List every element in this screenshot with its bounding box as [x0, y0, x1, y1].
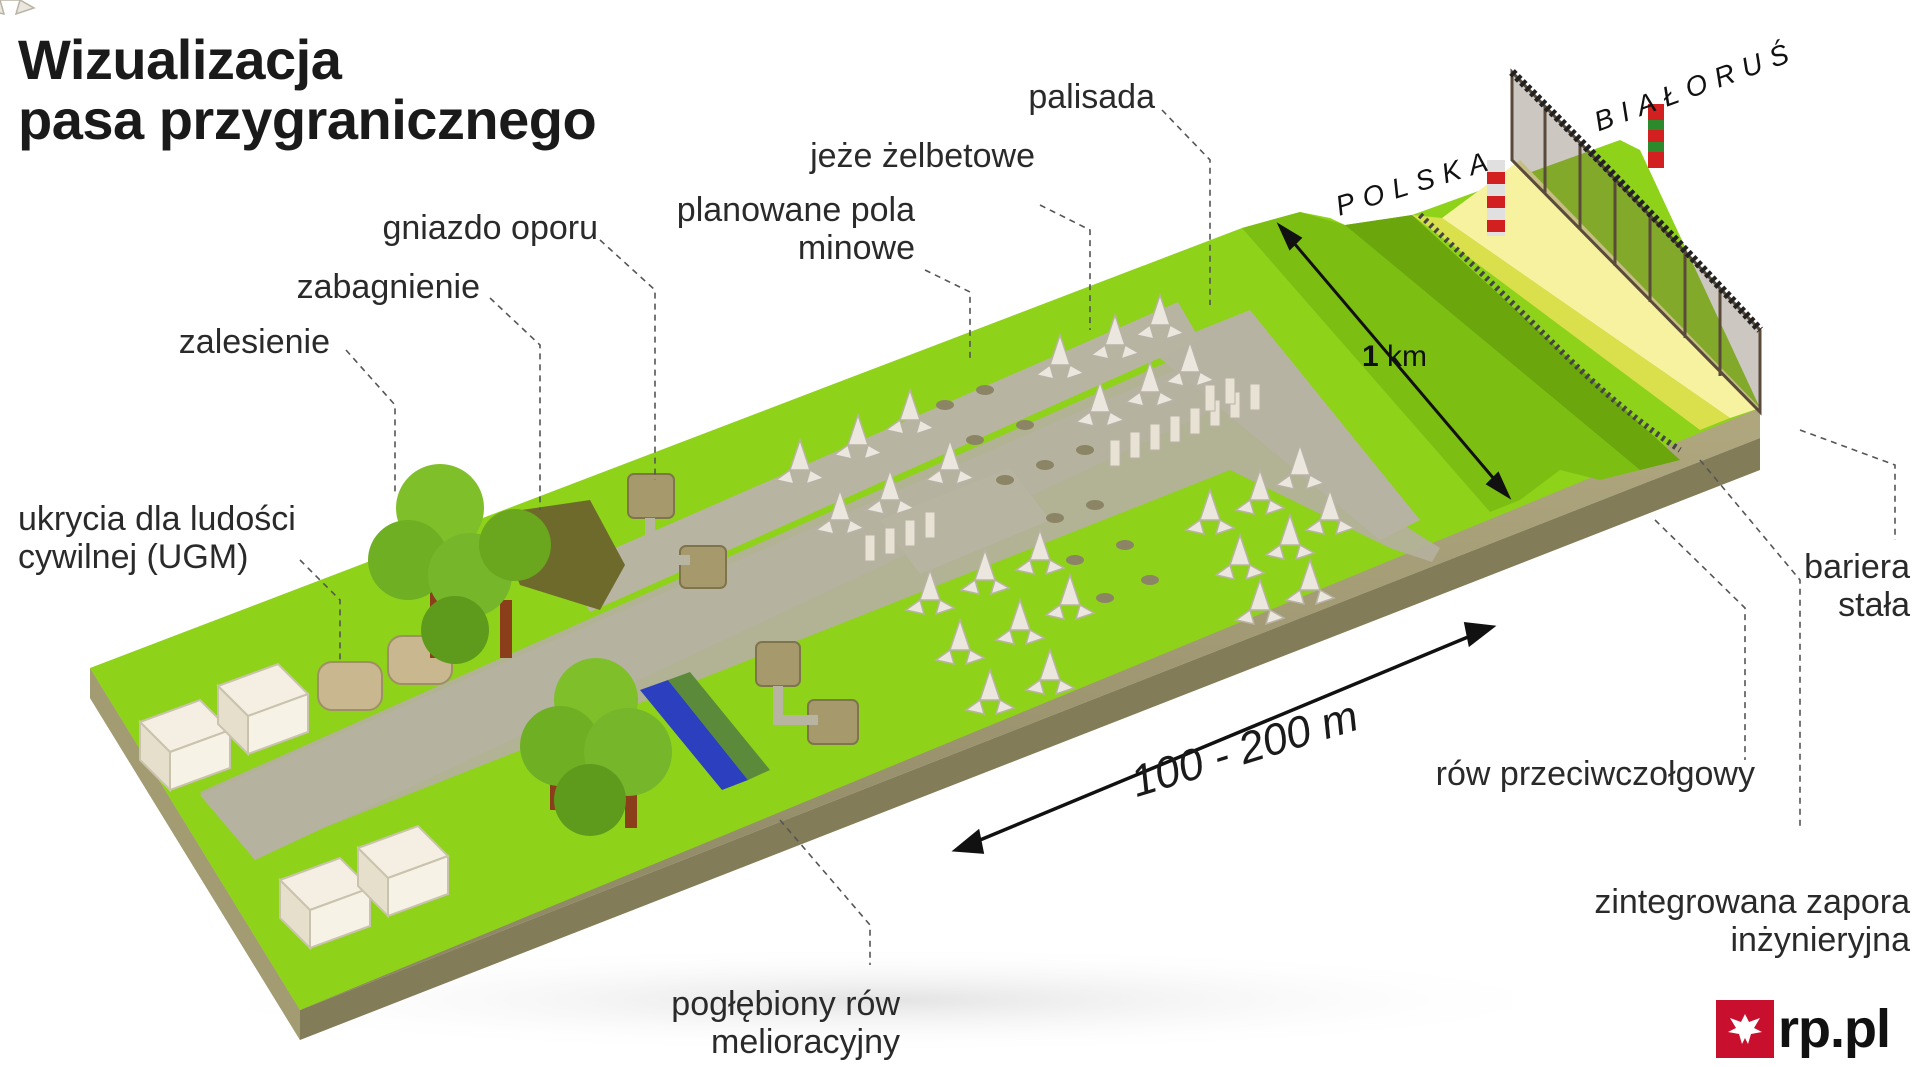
label-zapora-line1: zintegrowana zapora [1594, 883, 1910, 921]
house-2 [216, 662, 310, 757]
label-rów-melioracyjny: pogłębiony rów melioracyjny [640, 985, 900, 1061]
road-branch [1150, 310, 1420, 540]
title-line2: pasa przygranicznego [18, 88, 597, 151]
field-path [880, 468, 1050, 574]
label-zalesienie: zalesienie [178, 323, 330, 361]
houses [138, 662, 450, 951]
label-gniazdo-oporu: gniazdo oporu [382, 209, 598, 247]
razor-wire [1417, 212, 1682, 453]
width-arrow [951, 621, 1497, 854]
drainage-water [640, 680, 748, 790]
border-fence [1509, 68, 1763, 416]
label-ukrycia-ugm: ukrycia dla ludości cywilnej (UGM) [18, 500, 296, 576]
house-4 [356, 824, 450, 919]
label-pola-minowe: planowane pola minowe [600, 191, 915, 267]
label-zabagnienie: zabagnienie [296, 268, 480, 306]
label-row-line2: melioracyjny [711, 1023, 900, 1061]
label-row-line1: pogłębiony rów [671, 985, 900, 1023]
ground-shadow [160, 945, 1600, 1055]
label-ukrycia-line1: ukrycia dla ludości [18, 500, 296, 538]
label-pola-line1: planowane pola [676, 191, 915, 229]
label-bariera-line1: bariera [1804, 548, 1910, 586]
house-1 [138, 698, 232, 793]
eagle-icon [1716, 1000, 1774, 1058]
house-3 [278, 856, 372, 951]
logo-text: rp.pl [1778, 999, 1891, 1059]
leader-lines [299, 109, 1896, 965]
service-road [565, 302, 1200, 612]
sand-strip [1442, 160, 1760, 418]
label-ukrycia-line2: cywilnej (UGM) [18, 538, 249, 576]
label-bariera-stala: bariera stała [1770, 548, 1910, 624]
resistance-nests [627, 473, 859, 745]
palisade [864, 377, 1261, 562]
sand-strip-shade [1412, 215, 1730, 430]
label-jeze-zelbetowe: jeże żelbetowe [810, 137, 1035, 175]
title-line1: Wizualizacja [18, 28, 342, 91]
concrete-hedgehogs [0, 0, 1355, 715]
label-bariera-line2: stała [1838, 586, 1910, 624]
label-palisada: palisada [1028, 78, 1155, 116]
label-row-przeciwczolgowy: rów przeciwczołgowy [1435, 755, 1755, 793]
slab-bottom-edge [300, 438, 1760, 1040]
depth-arrow [1276, 222, 1512, 500]
label-pola-line2: minowe [797, 229, 915, 267]
ditch-shadow [1345, 215, 1680, 470]
rp-logo: rp.pl [1716, 999, 1891, 1059]
depth-value: 1 [1362, 340, 1379, 373]
label-zintegrowana-zapora: zintegrowana zapora inżynieryjna [1500, 883, 1910, 959]
border-posts [1487, 104, 1664, 236]
mines [936, 385, 1159, 603]
page-title: Wizualizacja pasa przygranicznego [18, 28, 597, 151]
drainage-bank [668, 672, 770, 780]
anti-tank-ditch [1242, 212, 1640, 512]
depth-unit: km [1387, 340, 1428, 373]
trees [368, 464, 672, 836]
label-zapora-line2: inżynieryjna [1730, 921, 1910, 959]
depth-label: 1 km [1362, 340, 1427, 374]
